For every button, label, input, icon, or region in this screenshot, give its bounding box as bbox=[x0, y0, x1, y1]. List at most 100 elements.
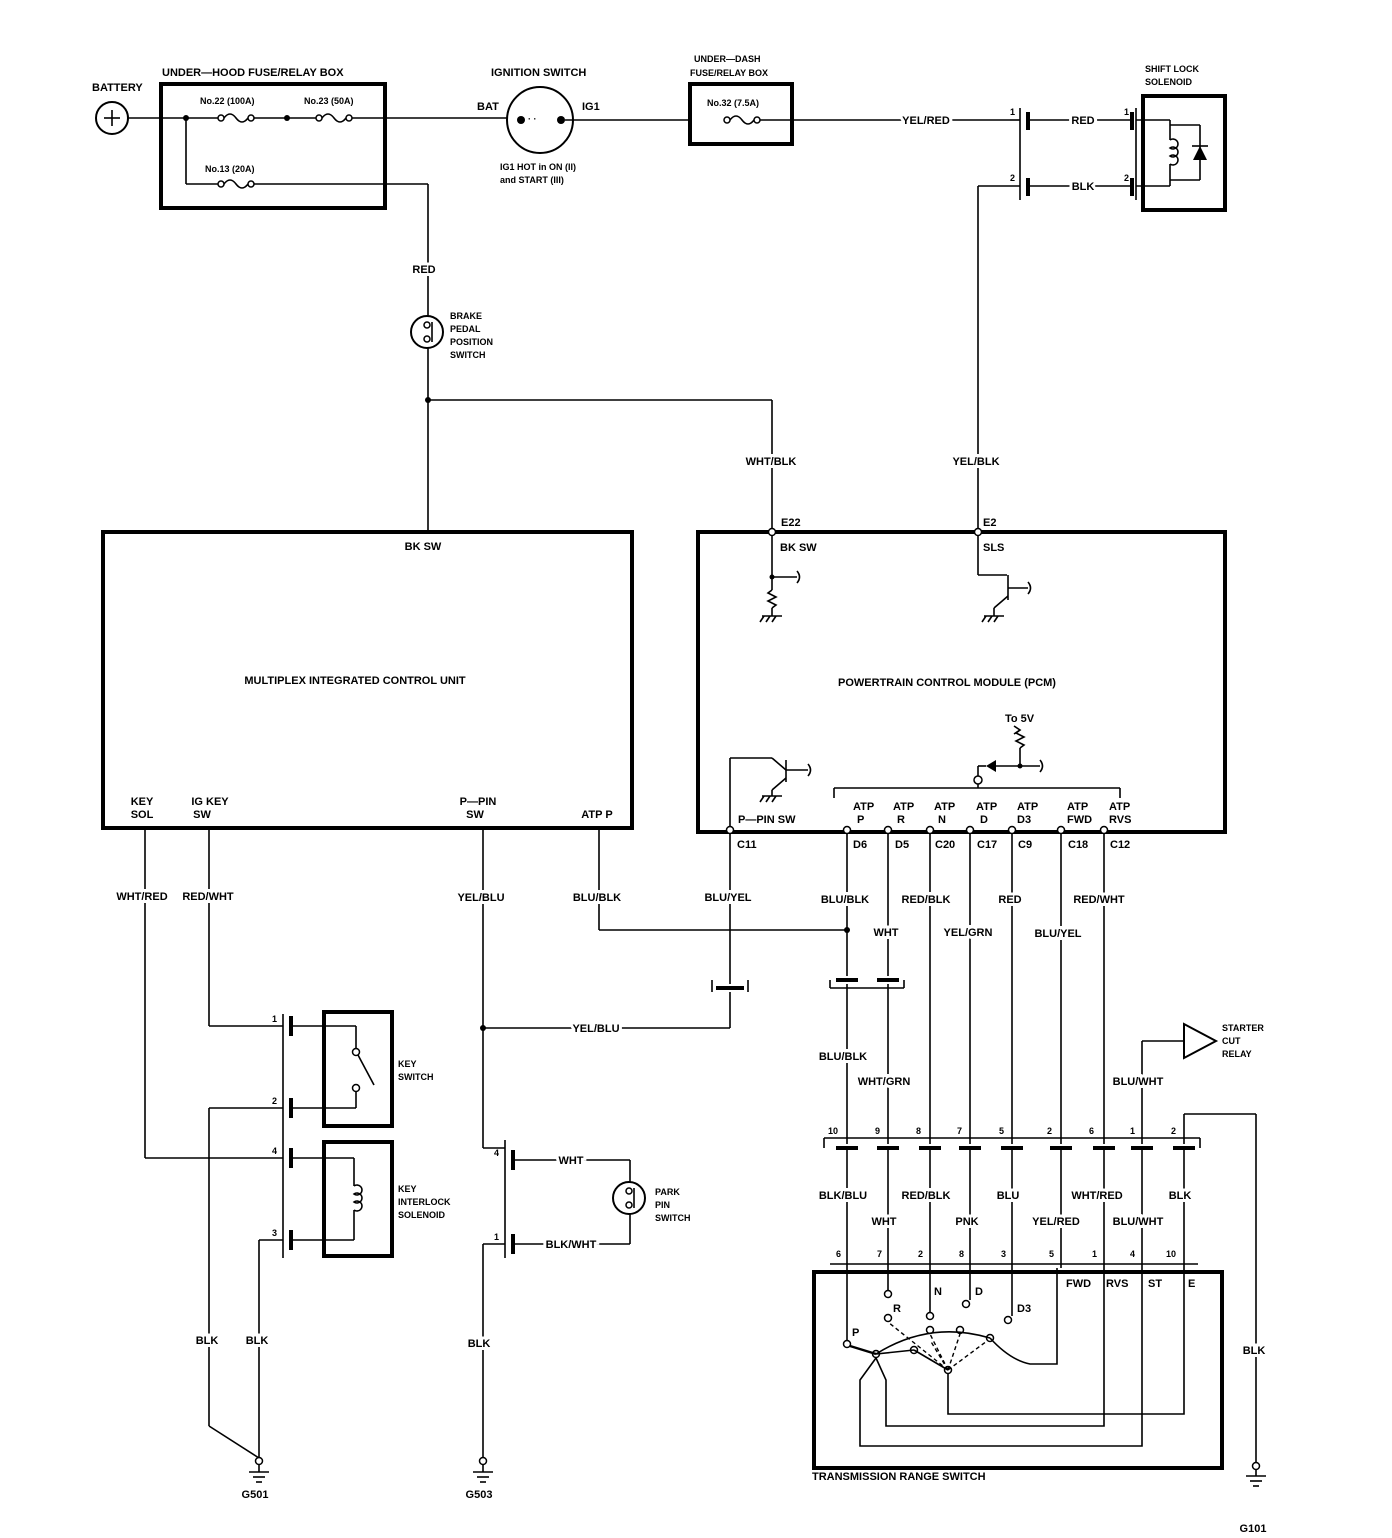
svg-text:9: 9 bbox=[875, 1126, 880, 1136]
underhood-box-label: UNDER—HOOD FUSE/RELAY BOX bbox=[162, 67, 344, 79]
fuse23-label: No.23 (50A) bbox=[304, 96, 354, 106]
trs-label: TRANSMISSION RANGE SWITCH bbox=[812, 1471, 986, 1483]
svg-text:KEY: KEY bbox=[398, 1184, 417, 1194]
svg-text:1: 1 bbox=[494, 1232, 499, 1242]
pcm-label: POWERTRAIN CONTROL MODULE (PCM) bbox=[838, 677, 1056, 689]
svg-text:D3: D3 bbox=[1017, 1303, 1031, 1315]
svg-text:ATP: ATP bbox=[1109, 801, 1130, 813]
wire-blu: BLU bbox=[997, 1190, 1020, 1202]
svg-text:N: N bbox=[934, 1286, 942, 1298]
svg-text:E2: E2 bbox=[983, 517, 996, 529]
svg-text:D: D bbox=[980, 814, 988, 826]
svg-text:P: P bbox=[857, 814, 864, 826]
svg-text:D5: D5 bbox=[895, 839, 909, 851]
svg-text:ST: ST bbox=[1148, 1278, 1162, 1290]
svg-text:1: 1 bbox=[1130, 1126, 1135, 1136]
wire-wht-grn: WHT/GRN bbox=[858, 1076, 911, 1088]
svg-text:C12: C12 bbox=[1110, 839, 1130, 851]
wire-blu-yel-ppin: BLU/YEL bbox=[704, 892, 751, 904]
svg-text:· ·: · · bbox=[528, 114, 537, 124]
wire-yel-blu-2: YEL/BLU bbox=[572, 1023, 619, 1035]
svg-text:D3: D3 bbox=[1017, 814, 1031, 826]
wire-yel-red-lower: YEL/RED bbox=[1032, 1216, 1080, 1228]
fuse13-label: No.13 (20A) bbox=[205, 164, 255, 174]
g501-label: G501 bbox=[242, 1489, 269, 1501]
wire-blk-blu: BLK/BLU bbox=[819, 1190, 867, 1202]
interlock-coil-icon bbox=[352, 1184, 363, 1212]
svg-text:FWD: FWD bbox=[1067, 814, 1092, 826]
wire-pnk: PNK bbox=[955, 1216, 978, 1228]
ground-g501-icon bbox=[249, 1465, 269, 1483]
svg-text:1: 1 bbox=[272, 1014, 277, 1024]
wire-yel-grn: YEL/GRN bbox=[944, 927, 993, 939]
wire-wht-blk: WHT/BLK bbox=[746, 456, 797, 468]
svg-text:D6: D6 bbox=[853, 839, 867, 851]
svg-text:R: R bbox=[897, 814, 905, 826]
svg-text:4: 4 bbox=[272, 1146, 277, 1156]
svg-text:RELAY: RELAY bbox=[1222, 1049, 1252, 1059]
ground-g101-icon bbox=[1246, 1470, 1266, 1487]
wire-blk-g503: BLK bbox=[468, 1338, 491, 1350]
wire-yel-blk: YEL/BLK bbox=[952, 456, 999, 468]
underdash-label-1: UNDER—DASH bbox=[694, 54, 761, 64]
connector-pin-numbers-lower: 6 7 2 8 3 5 1 4 10 bbox=[836, 1249, 1176, 1259]
svg-text:E: E bbox=[1188, 1278, 1195, 1290]
svg-text:ATP: ATP bbox=[976, 801, 997, 813]
svg-text:RVS: RVS bbox=[1106, 1278, 1128, 1290]
wire-blk-g501a: BLK bbox=[196, 1335, 219, 1347]
wire-blu-blk-micu: BLU/BLK bbox=[573, 892, 621, 904]
svg-text:POSITION: POSITION bbox=[450, 337, 493, 347]
wire-yel-red-top: YEL/RED bbox=[902, 115, 950, 127]
wire-blk-g101: BLK bbox=[1243, 1345, 1266, 1357]
svg-text:P—PIN SW: P—PIN SW bbox=[738, 814, 796, 826]
trs-position-labels: P R N D D3 FWD RVS ST E bbox=[852, 1278, 1195, 1339]
svg-text:D: D bbox=[975, 1286, 983, 1298]
svg-text:KEY: KEY bbox=[131, 796, 154, 808]
svg-text:6: 6 bbox=[1089, 1126, 1094, 1136]
underdash-label-2: FUSE/RELAY BOX bbox=[690, 68, 768, 78]
transmission-range-switch bbox=[812, 1270, 1224, 1470]
svg-text:1: 1 bbox=[1124, 107, 1129, 117]
svg-text:C20: C20 bbox=[935, 839, 955, 851]
fuse32-symbol bbox=[729, 115, 755, 125]
to5v-label: To 5V bbox=[1005, 713, 1035, 725]
svg-text:1: 1 bbox=[1010, 107, 1015, 117]
underdash-fuse-box bbox=[688, 82, 794, 146]
wire-red-blk-lower: RED/BLK bbox=[902, 1190, 951, 1202]
shift-lock-label-1: SHIFT LOCK bbox=[1145, 64, 1199, 74]
svg-text:5: 5 bbox=[999, 1126, 1004, 1136]
svg-text:SWITCH: SWITCH bbox=[398, 1072, 434, 1082]
key-interlock-solenoid bbox=[322, 1140, 394, 1258]
svg-text:C11: C11 bbox=[737, 839, 757, 851]
wire-blu-blk-lower: BLU/BLK bbox=[819, 1051, 867, 1063]
ground-g503-icon bbox=[473, 1465, 493, 1483]
svg-text:C9: C9 bbox=[1018, 839, 1032, 851]
wire-blk-lower: BLK bbox=[1169, 1190, 1192, 1202]
svg-text:C17: C17 bbox=[977, 839, 997, 851]
wire-red-brake: RED bbox=[412, 264, 435, 276]
fuse13-symbol bbox=[223, 179, 249, 189]
svg-text:RVS: RVS bbox=[1109, 814, 1131, 826]
wire-wht-red-lower: WHT/RED bbox=[1071, 1190, 1122, 1202]
svg-text:SW: SW bbox=[466, 809, 484, 821]
ign-bat-label: BAT bbox=[477, 101, 499, 113]
svg-text:SW: SW bbox=[193, 809, 211, 821]
wire-wht-lower: WHT bbox=[871, 1216, 896, 1228]
micu-label: MULTIPLEX INTEGRATED CONTROL UNIT bbox=[244, 675, 465, 687]
starter-cut-relay-symbol bbox=[1183, 1022, 1219, 1060]
battery-label: BATTERY bbox=[92, 82, 143, 94]
wire-yel-blu: YEL/BLU bbox=[457, 892, 504, 904]
svg-text:SOLENOID: SOLENOID bbox=[398, 1210, 446, 1220]
wire-wht-atpr: WHT bbox=[873, 927, 898, 939]
fuse22-label: No.22 (100A) bbox=[200, 96, 255, 106]
wire-red-wht-rvs: RED/WHT bbox=[1073, 894, 1125, 906]
svg-text:SOL: SOL bbox=[131, 809, 154, 821]
wire-red-blk-atpn: RED/BLK bbox=[902, 894, 951, 906]
svg-text:SWITCH: SWITCH bbox=[450, 350, 486, 360]
ign-note-2: and START (III) bbox=[500, 175, 564, 185]
fuse32-label: No.32 (7.5A) bbox=[707, 98, 759, 108]
svg-text:PEDAL: PEDAL bbox=[450, 324, 481, 334]
svg-text:2: 2 bbox=[272, 1096, 277, 1106]
svg-text:STARTER: STARTER bbox=[1222, 1023, 1264, 1033]
